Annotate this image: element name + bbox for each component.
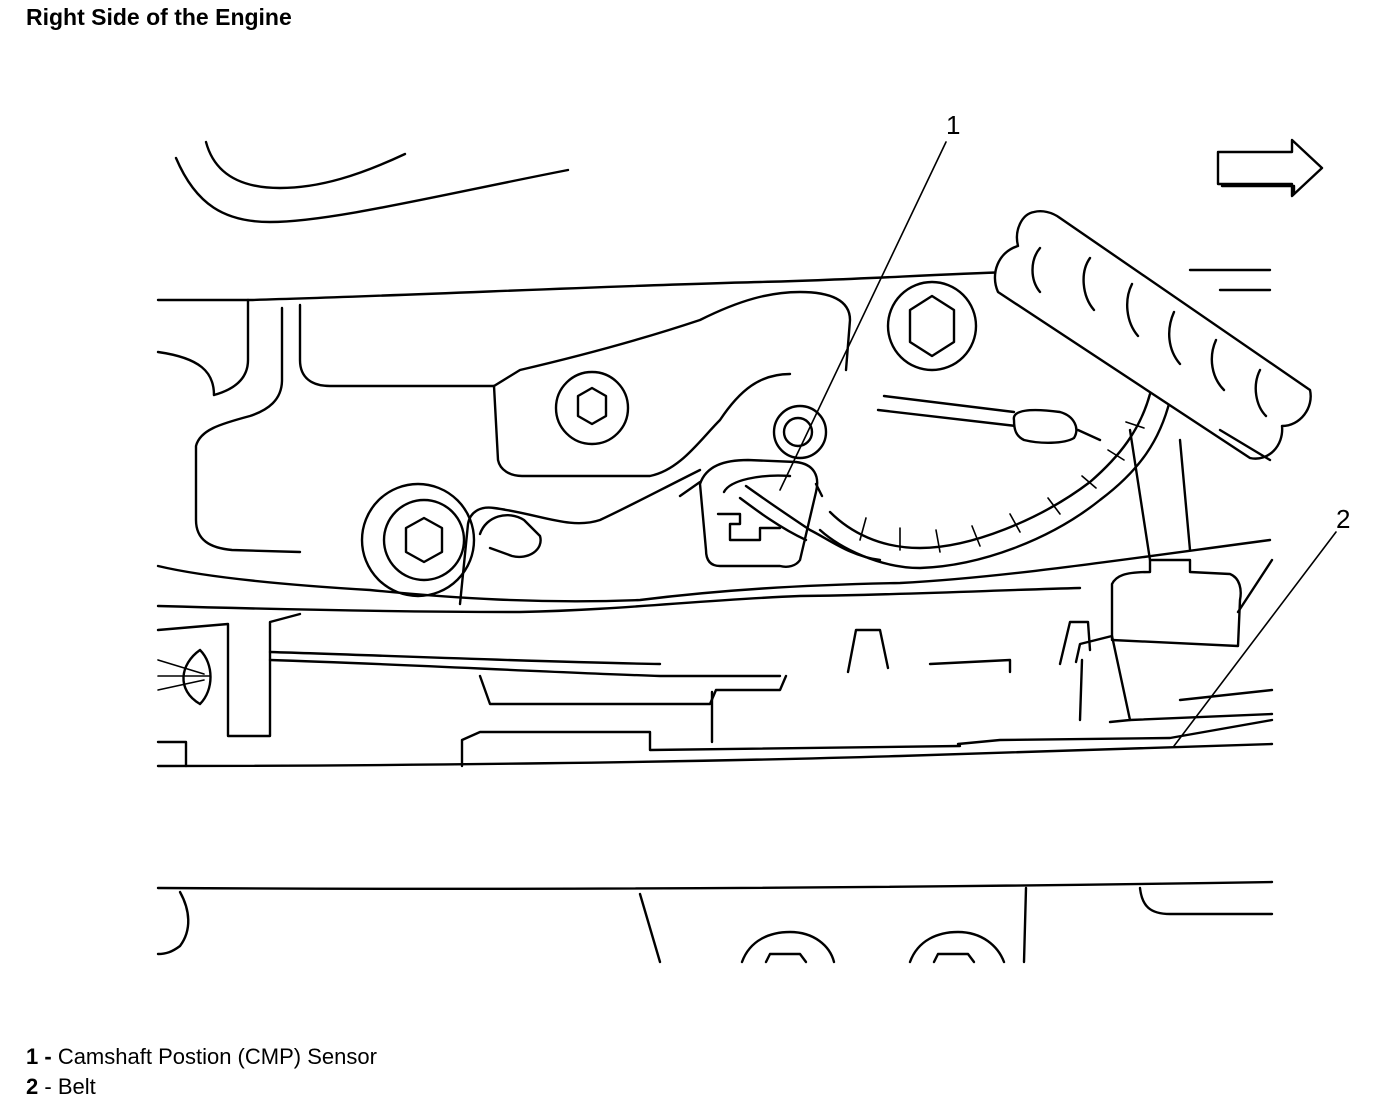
bolt-bottom-right [908, 930, 1006, 964]
right-arrow-icon [1216, 138, 1324, 198]
callout-1: 1 [946, 110, 960, 140]
legend-item: 1 - Camshaft Postion (CMP) Sensor [26, 1042, 377, 1072]
legend-separator: - [38, 1074, 58, 1099]
callout-2: 2 [1336, 504, 1350, 534]
legend-label: Belt [57, 1074, 96, 1099]
right-engine-parts [1110, 268, 1274, 648]
page-title: Right Side of the Engine [26, 4, 292, 30]
legend: 1 - Camshaft Postion (CMP) Sensor 2 - Be… [26, 1042, 377, 1102]
bolt-top-center [886, 280, 978, 372]
wiring-harness [818, 392, 1172, 570]
belt [156, 612, 1274, 768]
oil-pan [156, 880, 1274, 964]
cmp-sensor [678, 458, 882, 568]
engine-block [156, 270, 1272, 614]
callout-leaders [779, 141, 1337, 747]
bolt-sensor [772, 404, 828, 460]
legend-label: Camshaft Postion (CMP) Sensor [57, 1044, 377, 1069]
bolt-bottom-left [740, 930, 836, 964]
pulley [157, 648, 212, 706]
bolt-upper-left [554, 370, 630, 446]
sensor-bracket [458, 290, 852, 606]
legend-separator: - [38, 1044, 58, 1069]
upper-hose-outline [174, 140, 570, 224]
coolant-tube [993, 210, 1312, 460]
legend-item: 2 - Belt [26, 1072, 377, 1102]
legend-number: 1 [26, 1044, 39, 1069]
engine-illustration: 1 2 [156, 110, 1350, 964]
bolt-lower-left [360, 482, 476, 598]
legend-number: 2 [26, 1074, 39, 1099]
